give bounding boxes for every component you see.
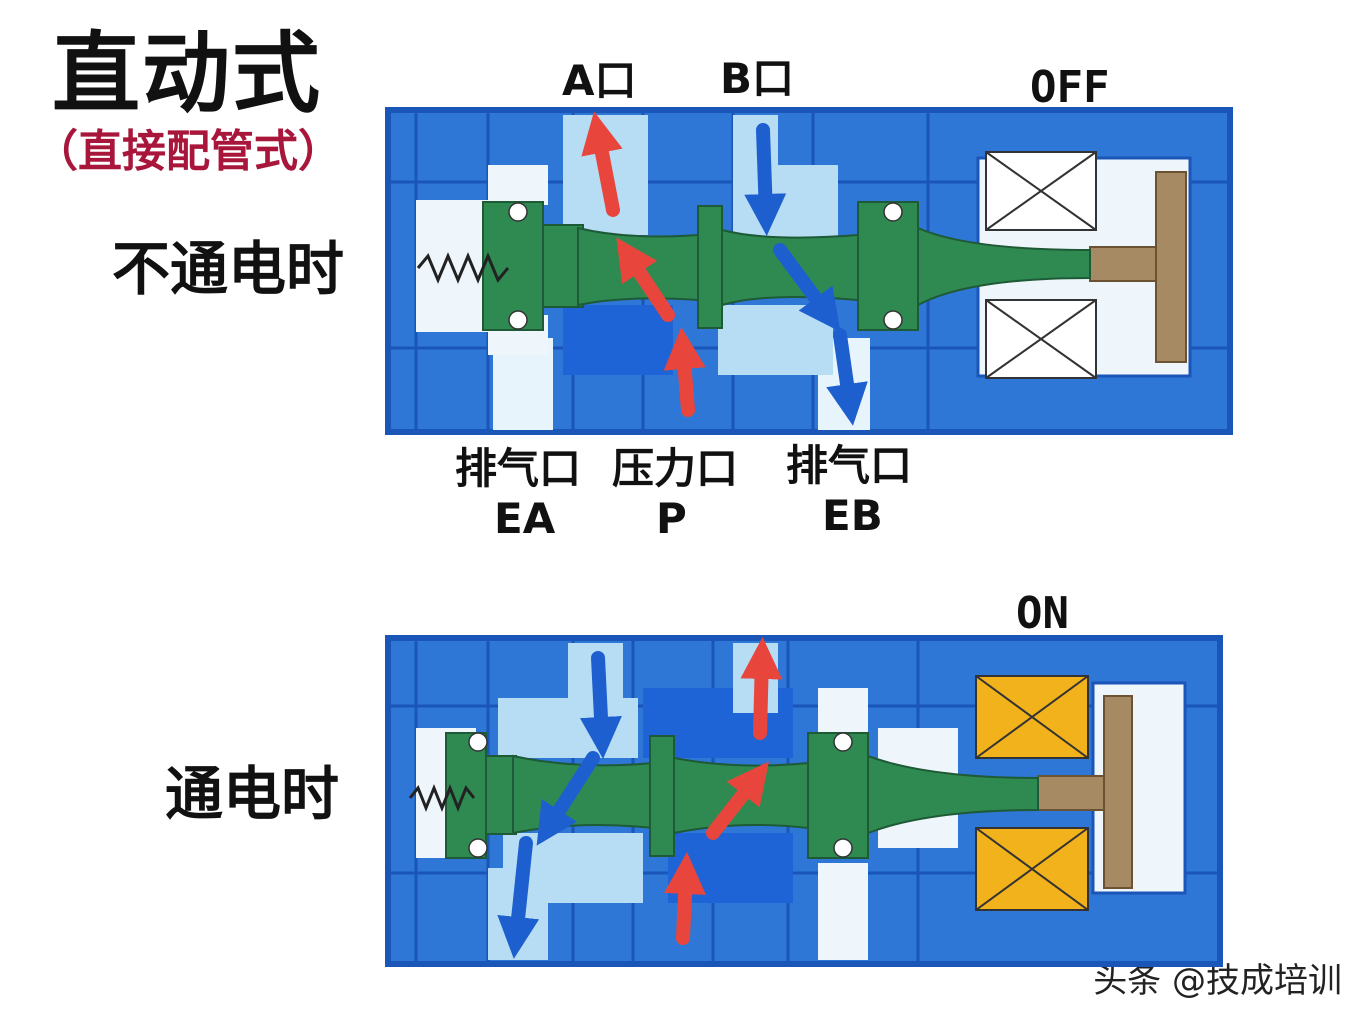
- flow-arrow-b-out: [740, 637, 783, 740]
- flow-arrow-a-to-ea: [536, 751, 600, 846]
- coil-lower: [975, 827, 1089, 911]
- coil-upper: [975, 675, 1089, 759]
- port-eb-code: EB: [822, 491, 883, 540]
- port-ea-code: EA: [494, 494, 556, 543]
- port-b-label: B口: [720, 54, 795, 103]
- coil-lower: [985, 299, 1097, 379]
- diagram-title: 直动式: [52, 22, 323, 125]
- valve-diagram-unpowered: [385, 107, 1233, 435]
- flow-arrow-a-in: [579, 651, 622, 759]
- lower-chamber-left: [563, 305, 673, 375]
- flow-arrows: [581, 111, 868, 426]
- armature: [1089, 171, 1187, 363]
- port-p-name: 压力口: [612, 444, 739, 493]
- armature: [1037, 695, 1133, 889]
- spool-seals: [508, 202, 903, 330]
- flow-arrows: [497, 637, 783, 959]
- port-p-code: P: [656, 494, 687, 543]
- coil-status-on: ON: [1016, 588, 1069, 639]
- eb-channel: [818, 863, 868, 960]
- port-ea-name: 排气口: [455, 444, 582, 493]
- port-a-label: A口: [562, 56, 637, 105]
- return-spring: [416, 252, 510, 284]
- flow-arrow-b-in: [744, 123, 787, 236]
- spool: [445, 732, 1039, 859]
- flow-arrow-p-in: [664, 852, 707, 945]
- coil-upper: [985, 151, 1097, 231]
- coil-status-off: OFF: [1030, 62, 1110, 113]
- flow-arrow-a-out: [581, 111, 623, 217]
- return-spring: [408, 783, 476, 813]
- flow-arrow-p-to-a: [616, 237, 675, 322]
- watermark: 头条 @技成培训: [1093, 961, 1342, 1001]
- state-label-unpowered: 不通电时: [112, 235, 345, 303]
- flow-arrow-p-to-b: [706, 761, 769, 840]
- lower-chamber-right: [718, 305, 833, 375]
- valve-diagram-powered: [385, 635, 1223, 967]
- flow-arrow-ea-out: [497, 836, 540, 959]
- flow-arrow-p-in: [663, 327, 706, 417]
- flow-arrow-b-to-eb: [773, 243, 841, 332]
- spool-seals: [468, 732, 853, 858]
- diagram-subtitle: （直接配管式）: [34, 126, 342, 177]
- spool: [482, 201, 1091, 331]
- state-label-powered: 通电时: [165, 760, 340, 828]
- port-eb-name: 排气口: [786, 441, 913, 490]
- flow-arrow-eb-out: [826, 328, 868, 426]
